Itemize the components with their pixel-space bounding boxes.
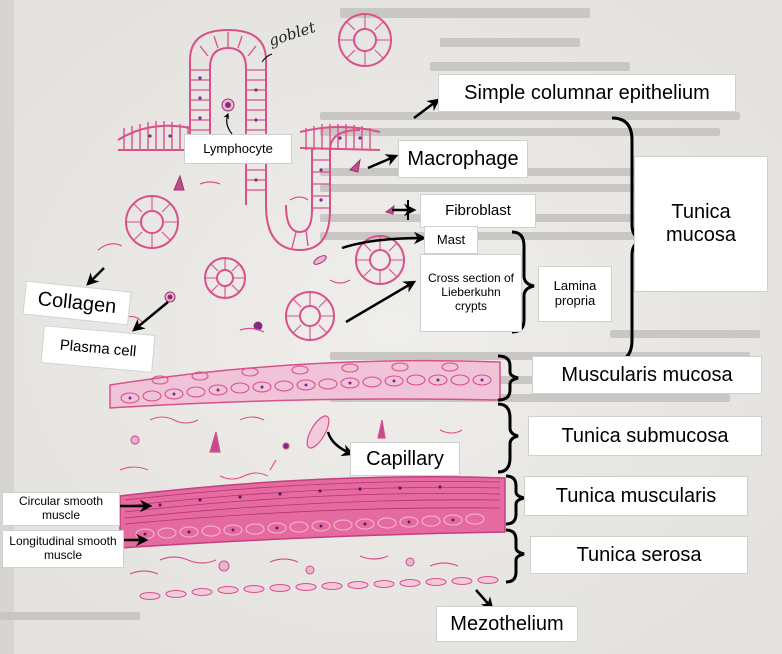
tunica-mucosa-label: Tunica mucosa	[634, 156, 768, 292]
brace-serosa	[505, 528, 525, 584]
submucosa-cells	[130, 415, 386, 471]
lamina-propria-label: Lamina propria	[538, 266, 612, 322]
pointer-arrows	[86, 98, 494, 610]
brace-muscularis-mucosa	[497, 354, 519, 402]
muscularis-mucosa-band	[109, 359, 501, 409]
paper-edge	[0, 0, 14, 654]
arrow-plasma-cell	[132, 301, 169, 332]
mast-label: Mast	[424, 226, 478, 254]
simple-columnar-epithelium-label: Simple columnar epithelium	[438, 74, 736, 112]
arrow-mezothelium	[475, 589, 494, 610]
muscularis-band	[119, 476, 506, 549]
arrow-crypts	[345, 280, 417, 324]
arrow-collagen	[86, 267, 105, 286]
cross-section-crypts-label: Cross section of Lieberkuhn crypts	[420, 254, 522, 332]
villus-right-cells	[291, 159, 330, 249]
arrow-lymphocyte	[223, 112, 233, 135]
lymphocyte-label: Lymphocyte	[184, 134, 292, 164]
mezothelium-label: Mezothelium	[436, 606, 578, 642]
circular-smooth-muscle-label: Circular smooth muscle	[2, 492, 120, 526]
goblet-pointer	[261, 53, 273, 63]
arrow-simple-columnar	[413, 98, 440, 119]
serosa-fibers	[129, 555, 459, 575]
fibroblast-label: Fibroblast	[420, 194, 536, 228]
macrophage-label: Macrophage	[398, 140, 528, 178]
longitudinal-smooth-muscle-label: Longitudinal smooth muscle	[2, 530, 124, 568]
brace-lamina-propria	[511, 230, 535, 334]
arrow-macrophage	[367, 154, 399, 170]
lamina-propria-cells	[111, 98, 395, 339]
brace-submucosa	[497, 402, 519, 474]
tunica-muscularis-label: Tunica muscularis	[524, 476, 748, 516]
arrow-mast	[341, 231, 427, 250]
mesothelium-row	[139, 576, 499, 600]
crypt-cell-spokes	[126, 14, 404, 340]
muscularis-mucosa-label: Muscularis mucosa	[532, 356, 762, 394]
arrow-capillary	[326, 431, 355, 457]
tunica-submucosa-label: Tunica submucosa	[528, 416, 762, 456]
serosa-cells	[218, 557, 415, 575]
capillary-label: Capillary	[350, 442, 460, 476]
tunica-serosa-label: Tunica serosa	[530, 536, 748, 574]
villus-right	[265, 129, 361, 252]
